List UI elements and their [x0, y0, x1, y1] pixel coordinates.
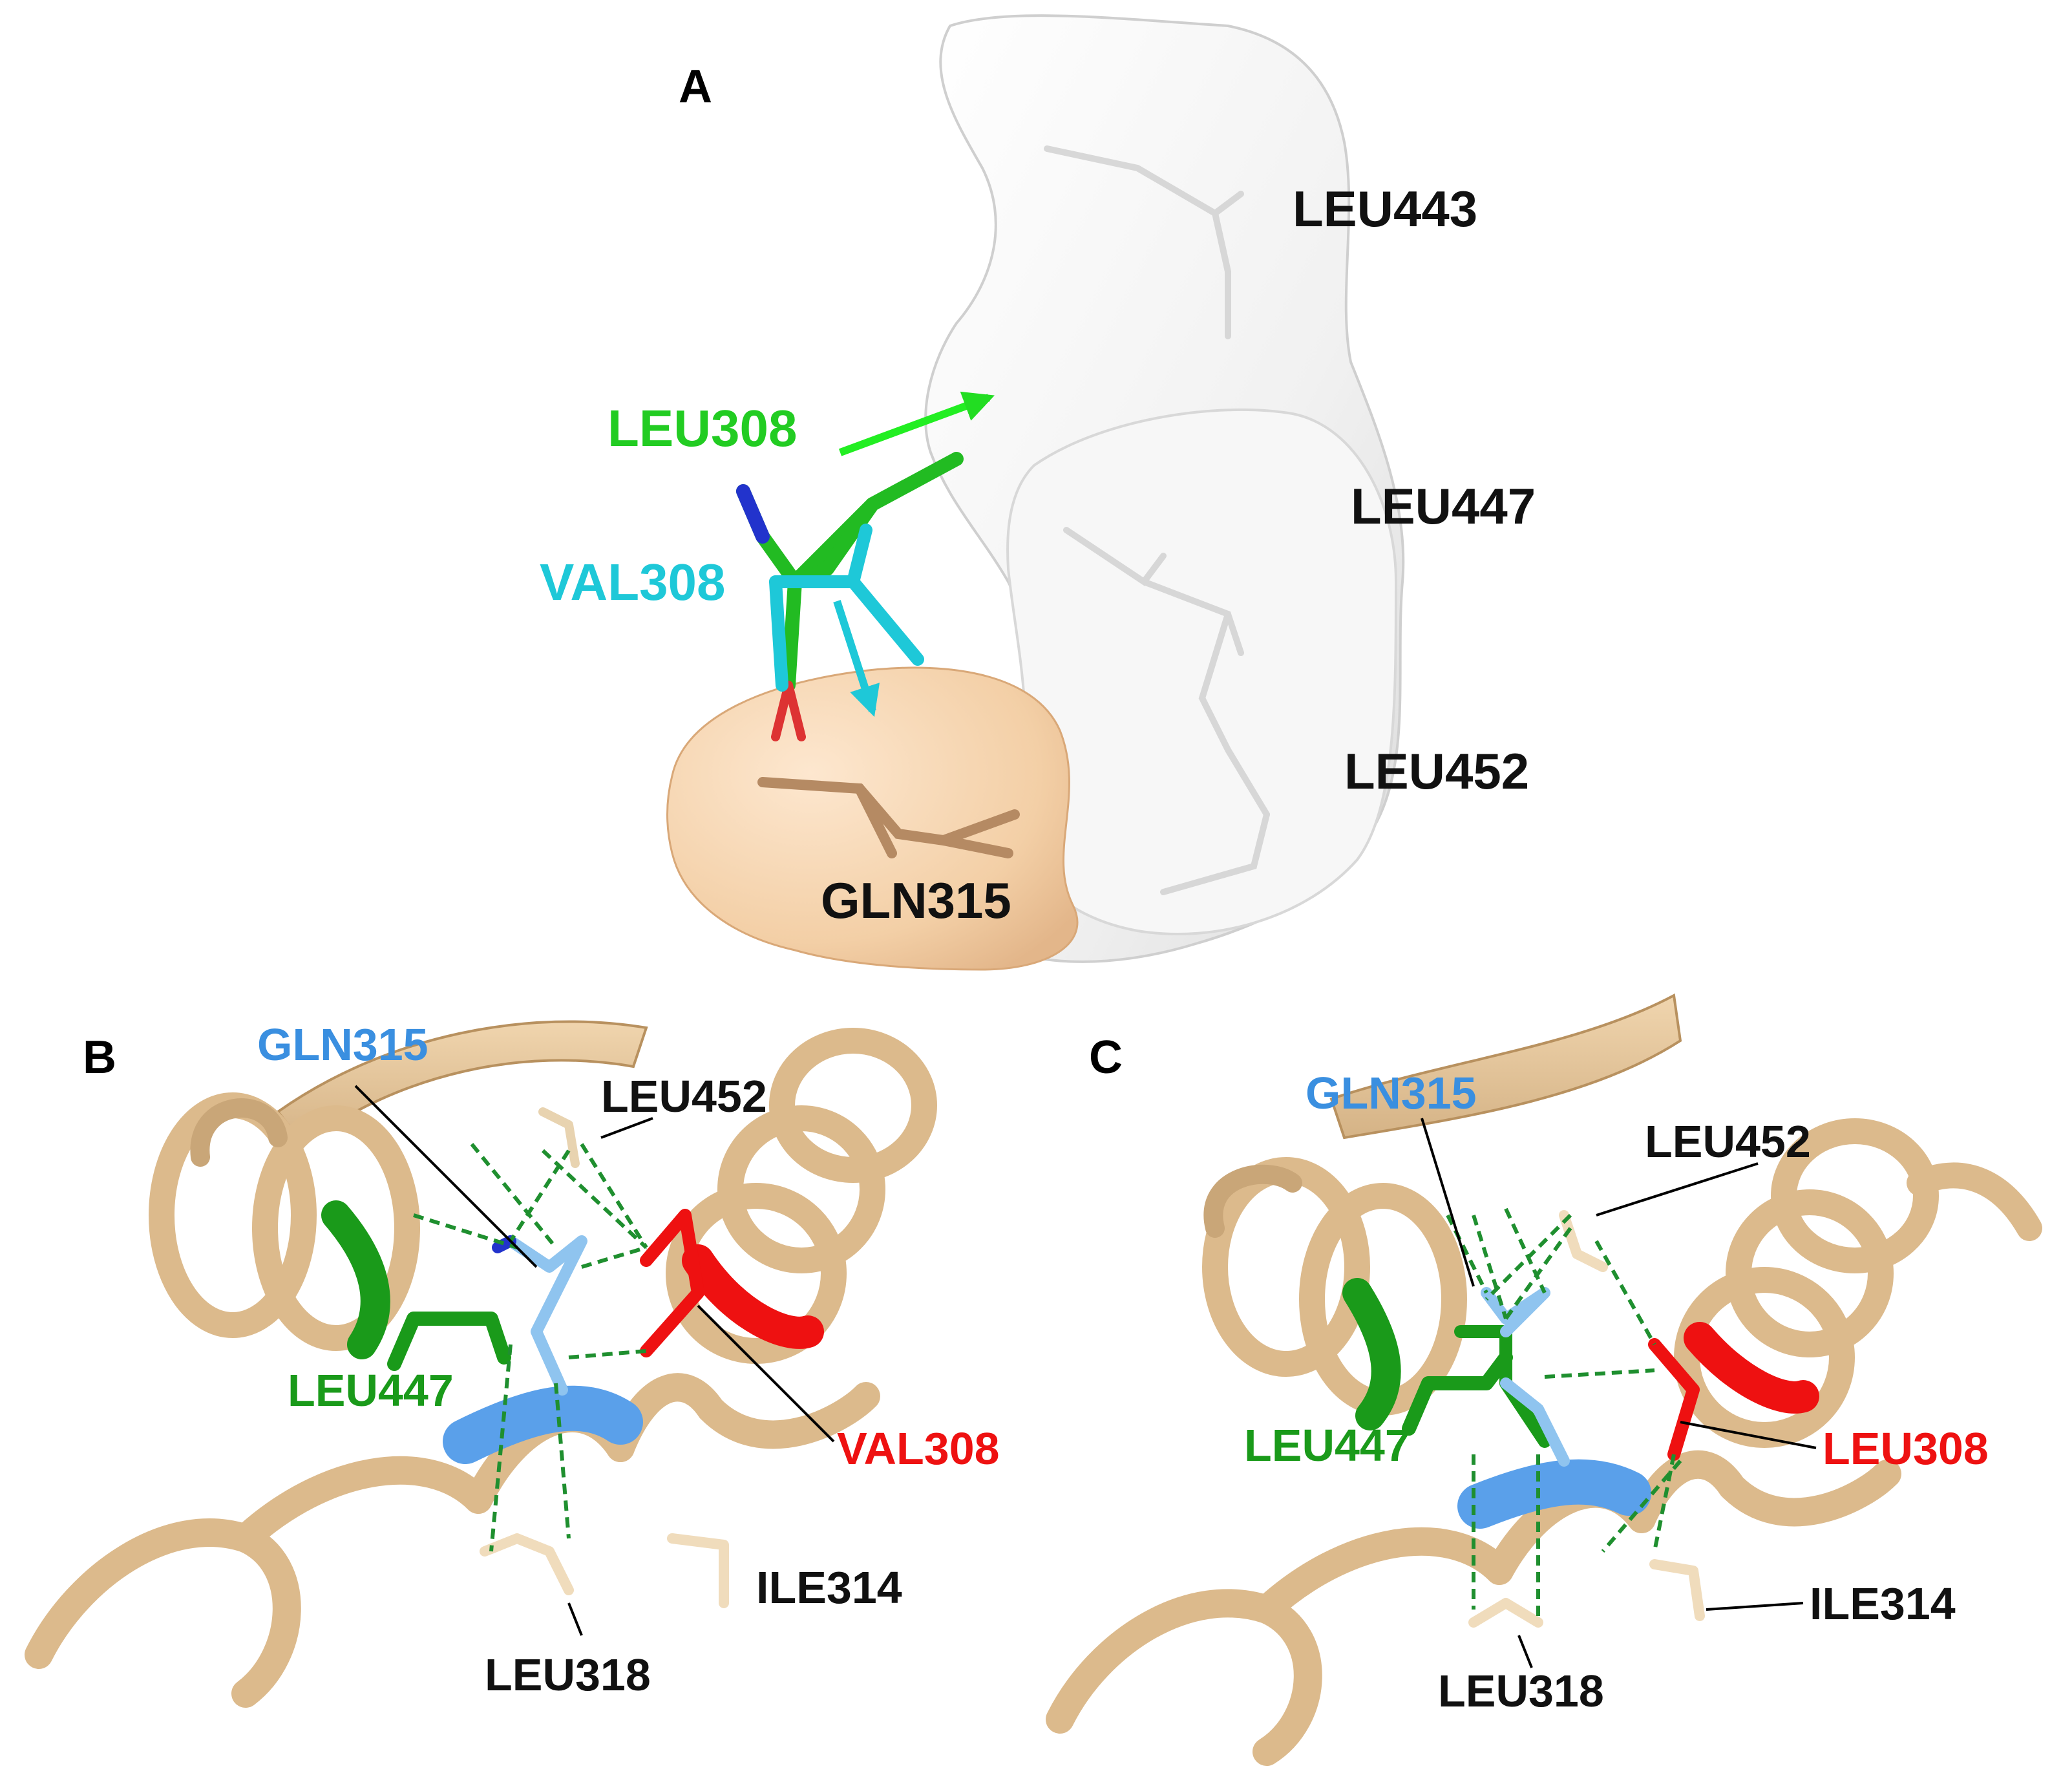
label-leu452: LEU452 — [1344, 743, 1529, 800]
val308-sticks — [769, 524, 924, 692]
label-val308: VAL308 — [540, 553, 726, 611]
panel-a-letter: A — [679, 61, 712, 112]
label-leu452-c: LEU452 — [1645, 1116, 1811, 1167]
label-val308-b: VAL308 — [837, 1423, 1000, 1474]
label-leu308: LEU308 — [608, 399, 797, 457]
panel-c: C GLN315 LEU452 LEU447 LEU308 ILE314 LEU… — [1046, 993, 2042, 1766]
white-surface-lobe — [1006, 408, 1398, 935]
leaders-c — [1421, 1118, 1817, 1668]
label-leu318-b: LEU318 — [485, 1650, 651, 1700]
val308-ribbon-b — [682, 1244, 824, 1349]
contacts-b — [413, 1143, 648, 1552]
label-gln315-c: GLN315 — [1306, 1068, 1477, 1118]
gln315-ribbon-b — [443, 1385, 643, 1464]
label-leu308-c: LEU308 — [1823, 1423, 1989, 1474]
leu447-ribbon-c — [1342, 1278, 1401, 1430]
label-ile314-b: ILE314 — [756, 1562, 902, 1613]
label-leu443: LEU443 — [1293, 180, 1477, 237]
leu308-shift-arrow — [838, 391, 995, 456]
label-gln315: GLN315 — [821, 872, 1011, 929]
label-gln315-b: GLN315 — [257, 1019, 428, 1070]
label-leu318-c: LEU318 — [1438, 1666, 1604, 1716]
label-leu452-b: LEU452 — [601, 1071, 767, 1121]
ribbon-strand-c — [1329, 993, 1682, 1140]
label-leu447-b: LEU447 — [288, 1365, 454, 1416]
val308-shift-arrow — [833, 600, 880, 717]
ribbon-helix-right-b — [666, 1028, 937, 1364]
panel-b: B GLN315 LEU452 LEU447 VAL308 ILE314 LEU… — [25, 1019, 1000, 1708]
leu447-ribbon-b — [321, 1200, 390, 1359]
ribbon-helix-left-c — [1202, 1157, 1467, 1416]
sidechains-b — [387, 1107, 729, 1608]
panel-b-letter: B — [83, 1032, 116, 1083]
ribbon-helix-right-c — [1674, 1118, 2042, 1448]
ribbon-strand-b — [276, 1020, 648, 1146]
leaders-b — [354, 1085, 835, 1636]
panel-c-letter: C — [1089, 1032, 1123, 1083]
ribbon-helix-left-b — [149, 1092, 420, 1351]
label-leu447: LEU447 — [1351, 478, 1536, 535]
gln315-sticks-a — [757, 777, 1020, 858]
label-ile314-c: ILE314 — [1810, 1578, 1956, 1629]
sidechains-c — [1402, 1210, 1705, 1628]
label-leu447-c: LEU447 — [1244, 1420, 1410, 1471]
ghost-sidechains — [1044, 145, 1270, 895]
leu308-ribbon-c — [1684, 1322, 1819, 1414]
contacts-c — [1446, 1207, 1682, 1616]
panel-a: A LEU443 LEU447 LEU452 GLN315 LEU308 VAL… — [540, 14, 1536, 971]
gln315-ribbon-c — [1457, 1459, 1651, 1529]
